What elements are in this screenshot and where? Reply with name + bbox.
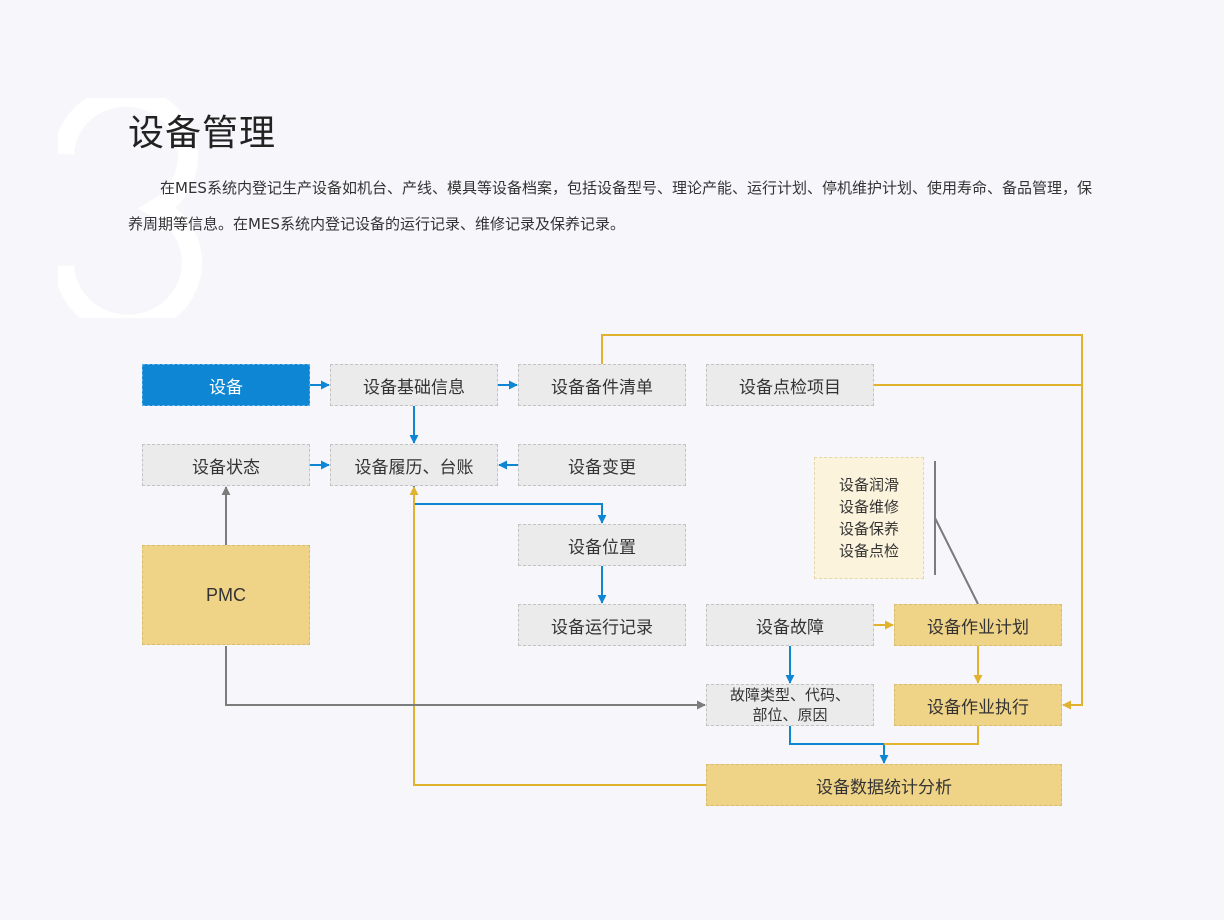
node-work-plan[interactable]: 设备作业计划 <box>894 604 1062 646</box>
node-equipment[interactable]: 设备 <box>142 364 310 406</box>
node-operation-record[interactable]: 设备运行记录 <box>518 604 686 646</box>
list-item-repair: 设备维修 <box>838 498 899 516</box>
node-fault-type[interactable]: 故障类型、代码、部位、原因 <box>706 684 874 726</box>
list-item-inspection: 设备点检 <box>838 542 899 560</box>
list-item-lubrication: 设备润滑 <box>838 476 899 494</box>
edge-spare-parts-loop <box>601 334 1083 385</box>
edge-analysis-history <box>409 486 706 786</box>
list-item-upkeep: 设备保养 <box>838 520 899 538</box>
page-description: 在MES系统内登记生产设备如机台、产线、模具等设备档案，包括设备型号、理论产能、… <box>128 179 1092 233</box>
node-work-execution[interactable]: 设备作业执行 <box>894 684 1062 726</box>
edge-fault-type-analysis <box>789 726 889 764</box>
node-fault[interactable]: 设备故障 <box>706 604 874 646</box>
node-spare-parts-list[interactable]: 设备备件清单 <box>518 364 686 406</box>
edge-pmc-fault-type <box>225 646 706 710</box>
node-data-analysis[interactable]: 设备数据统计分析 <box>706 764 1062 806</box>
node-maintenance-list[interactable]: 设备润滑 设备维修 设备保养 设备点检 <box>814 457 924 579</box>
page-title: 设备管理 <box>128 113 277 154</box>
node-change[interactable]: 设备变更 <box>518 444 686 486</box>
edge-execution-analysis <box>884 726 979 745</box>
edge-history-location <box>413 486 607 524</box>
node-status[interactable]: 设备状态 <box>142 444 310 486</box>
node-pmc[interactable]: PMC <box>142 545 310 645</box>
node-basic-info[interactable]: 设备基础信息 <box>330 364 498 406</box>
node-location[interactable]: 设备位置 <box>518 524 686 566</box>
node-inspection-items[interactable]: 设备点检项目 <box>706 364 874 406</box>
section-number-graphic <box>58 98 202 318</box>
edge-inspection-execution <box>874 384 1083 710</box>
edge-list-plan <box>934 517 979 605</box>
node-history-ledger[interactable]: 设备履历、台账 <box>330 444 498 486</box>
